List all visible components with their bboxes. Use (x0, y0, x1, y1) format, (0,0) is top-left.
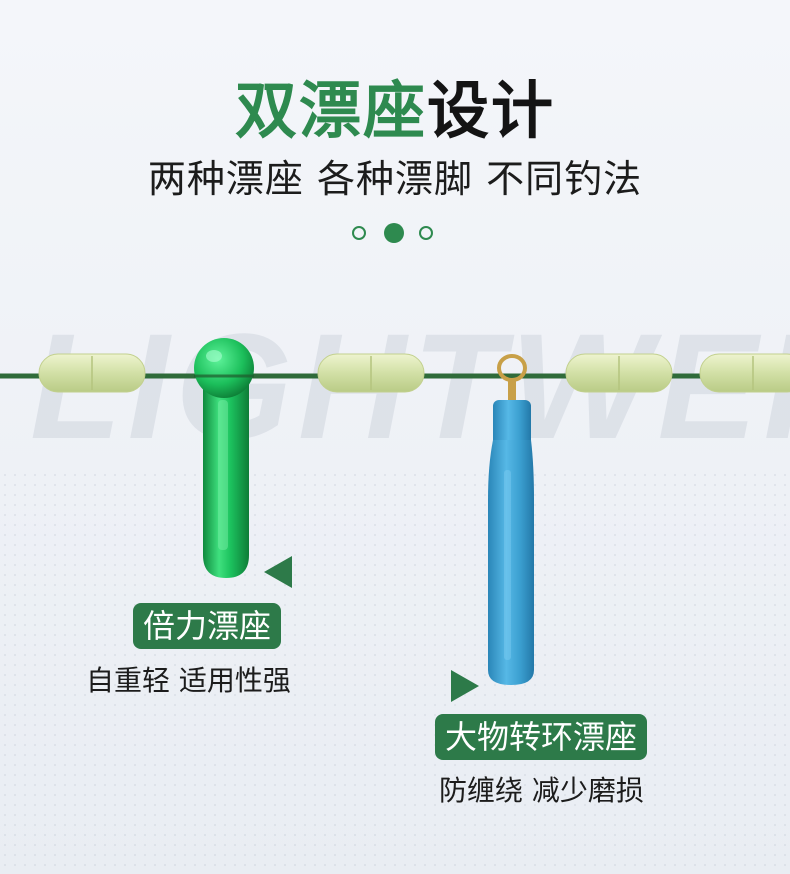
pagination-dot-active[interactable] (384, 223, 404, 243)
title-highlight: 双漂座 (234, 74, 427, 147)
pointer-arrow-right (451, 670, 479, 702)
product-label-green-float: 倍力漂座 (133, 603, 282, 649)
bead-3 (565, 353, 673, 393)
title-rest: 设计 (427, 74, 556, 147)
pointer-arrow-left (264, 556, 292, 588)
page-title: 双漂座设计 (0, 60, 790, 150)
pagination-dots (350, 222, 440, 246)
bead-1 (38, 353, 146, 393)
product-desc-green-float: 自重轻 适用性强 (86, 664, 291, 697)
bead-4 (699, 353, 790, 393)
bead-2 (317, 353, 425, 393)
pagination-dot[interactable] (352, 226, 366, 240)
blue-swivel-float-seat (488, 354, 534, 685)
green-float-seat (194, 338, 254, 578)
product-label-blue-float: 大物转环漂座 (435, 714, 648, 760)
page-subtitle: 两种漂座 各种漂脚 不同钓法 (147, 157, 643, 201)
product-desc-blue-float: 防缠绕 减少磨损 (439, 774, 644, 807)
pagination-dot[interactable] (419, 226, 433, 240)
dot-texture-background (0, 470, 790, 874)
